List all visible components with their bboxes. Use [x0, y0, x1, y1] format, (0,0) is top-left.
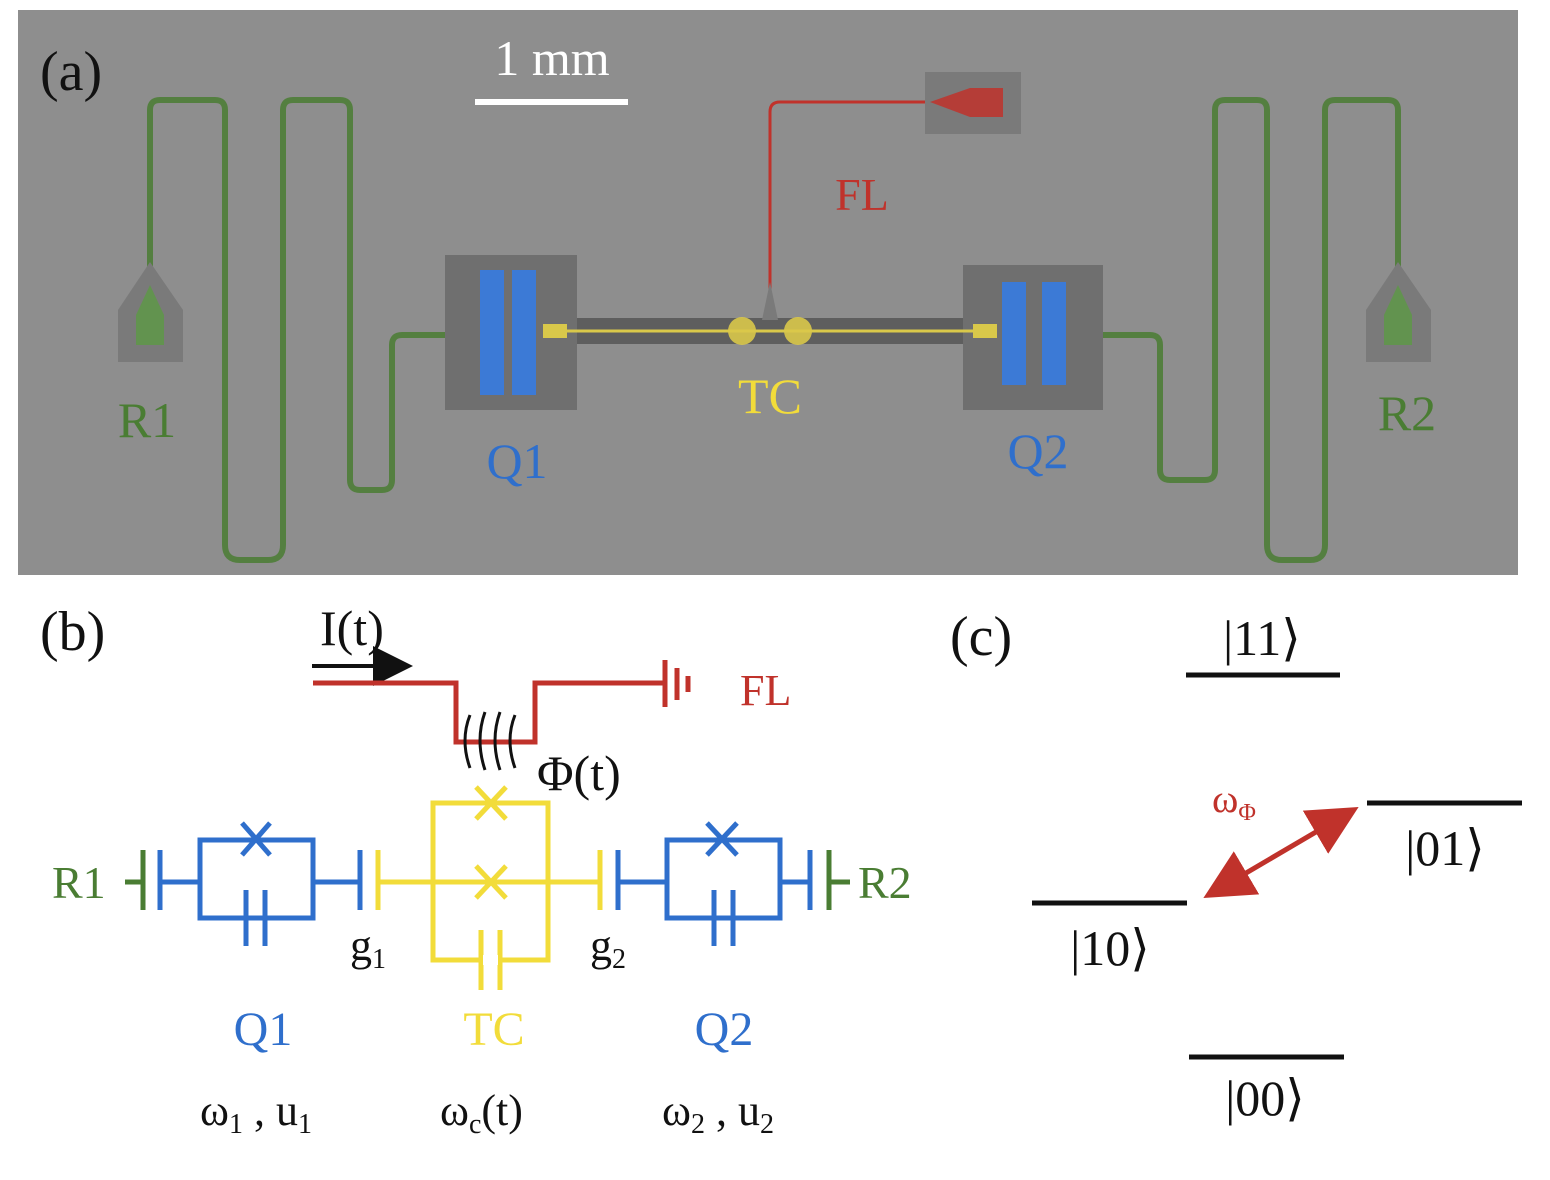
qubit-q2-pad-right [1042, 282, 1066, 385]
panel-a: 1 mm (a) FL TC Q1 Q2 R1 R2 [18, 10, 1518, 575]
tc-cap-gap [483, 955, 498, 965]
g1-label: g1 [350, 921, 386, 975]
panel-c-label: (c) [950, 606, 1012, 668]
fl-label: FL [740, 666, 791, 715]
scale-bar-label: 1 mm [494, 30, 609, 86]
chip-label-fl: FL [835, 169, 889, 220]
coupler-squid-right [784, 317, 812, 345]
qubit-q1-pad-right [512, 270, 536, 395]
r1-label: R1 [52, 857, 106, 908]
chip-label-q1: Q1 [486, 433, 547, 489]
tunable-coupler-circuit [430, 785, 600, 990]
drive-label: ωΦ [1212, 776, 1256, 826]
panel-b-label: (b) [40, 601, 105, 663]
coupler-squid-left [728, 317, 756, 345]
tc-label: TC [463, 1003, 524, 1056]
chip-label-r1: R1 [118, 392, 176, 448]
qubit-q2-circuit [615, 821, 813, 946]
qubit-q2-pad-left [1002, 282, 1026, 385]
state-10-label: |10⟩ [1070, 920, 1150, 976]
chip-label-r2: R2 [1378, 385, 1436, 441]
tc-params: ωc(t) [440, 1086, 523, 1140]
q1-label: Q1 [234, 1003, 293, 1056]
flux-line [313, 680, 664, 745]
flux-label: Φ(t) [537, 745, 621, 801]
state-00-label: |00⟩ [1225, 1070, 1305, 1126]
state-11-label: |11⟩ [1223, 610, 1301, 666]
current-label: I(t) [320, 600, 384, 656]
panel-b: (b) I(t) FL Φ(t) R1 [40, 600, 912, 1140]
coupler-pad-left [543, 324, 567, 338]
resonator-r2 [1090, 97, 1401, 563]
g2-label: g2 [590, 921, 626, 975]
qubit-q1-pad-left [480, 270, 504, 395]
pad-r2-inner [1384, 285, 1412, 345]
flux-pad [930, 88, 1003, 117]
q2-params: ω2 , u2 [662, 1086, 774, 1140]
coupler-pad-right [973, 324, 997, 338]
r2-label: R2 [858, 857, 912, 908]
flux-line-taper [762, 282, 778, 320]
qubit-q1-circuit [157, 821, 363, 946]
chip-label-q2: Q2 [1007, 423, 1068, 479]
panel-c: (c) |11⟩ |01⟩ |10⟩ |00⟩ ωΦ [950, 606, 1522, 1126]
flux-loops [463, 711, 517, 771]
chip-label-tc: TC [738, 368, 802, 424]
resonator-r1 [147, 97, 450, 563]
panel-a-label: (a) [40, 41, 102, 103]
pad-r1-inner [136, 285, 164, 345]
q2-label: Q2 [695, 1003, 754, 1056]
drive-arrow [1203, 806, 1359, 899]
state-01-label: |01⟩ [1405, 820, 1485, 876]
q1-params: ω1 , u1 [200, 1086, 312, 1140]
flux-line-trace [768, 100, 935, 318]
